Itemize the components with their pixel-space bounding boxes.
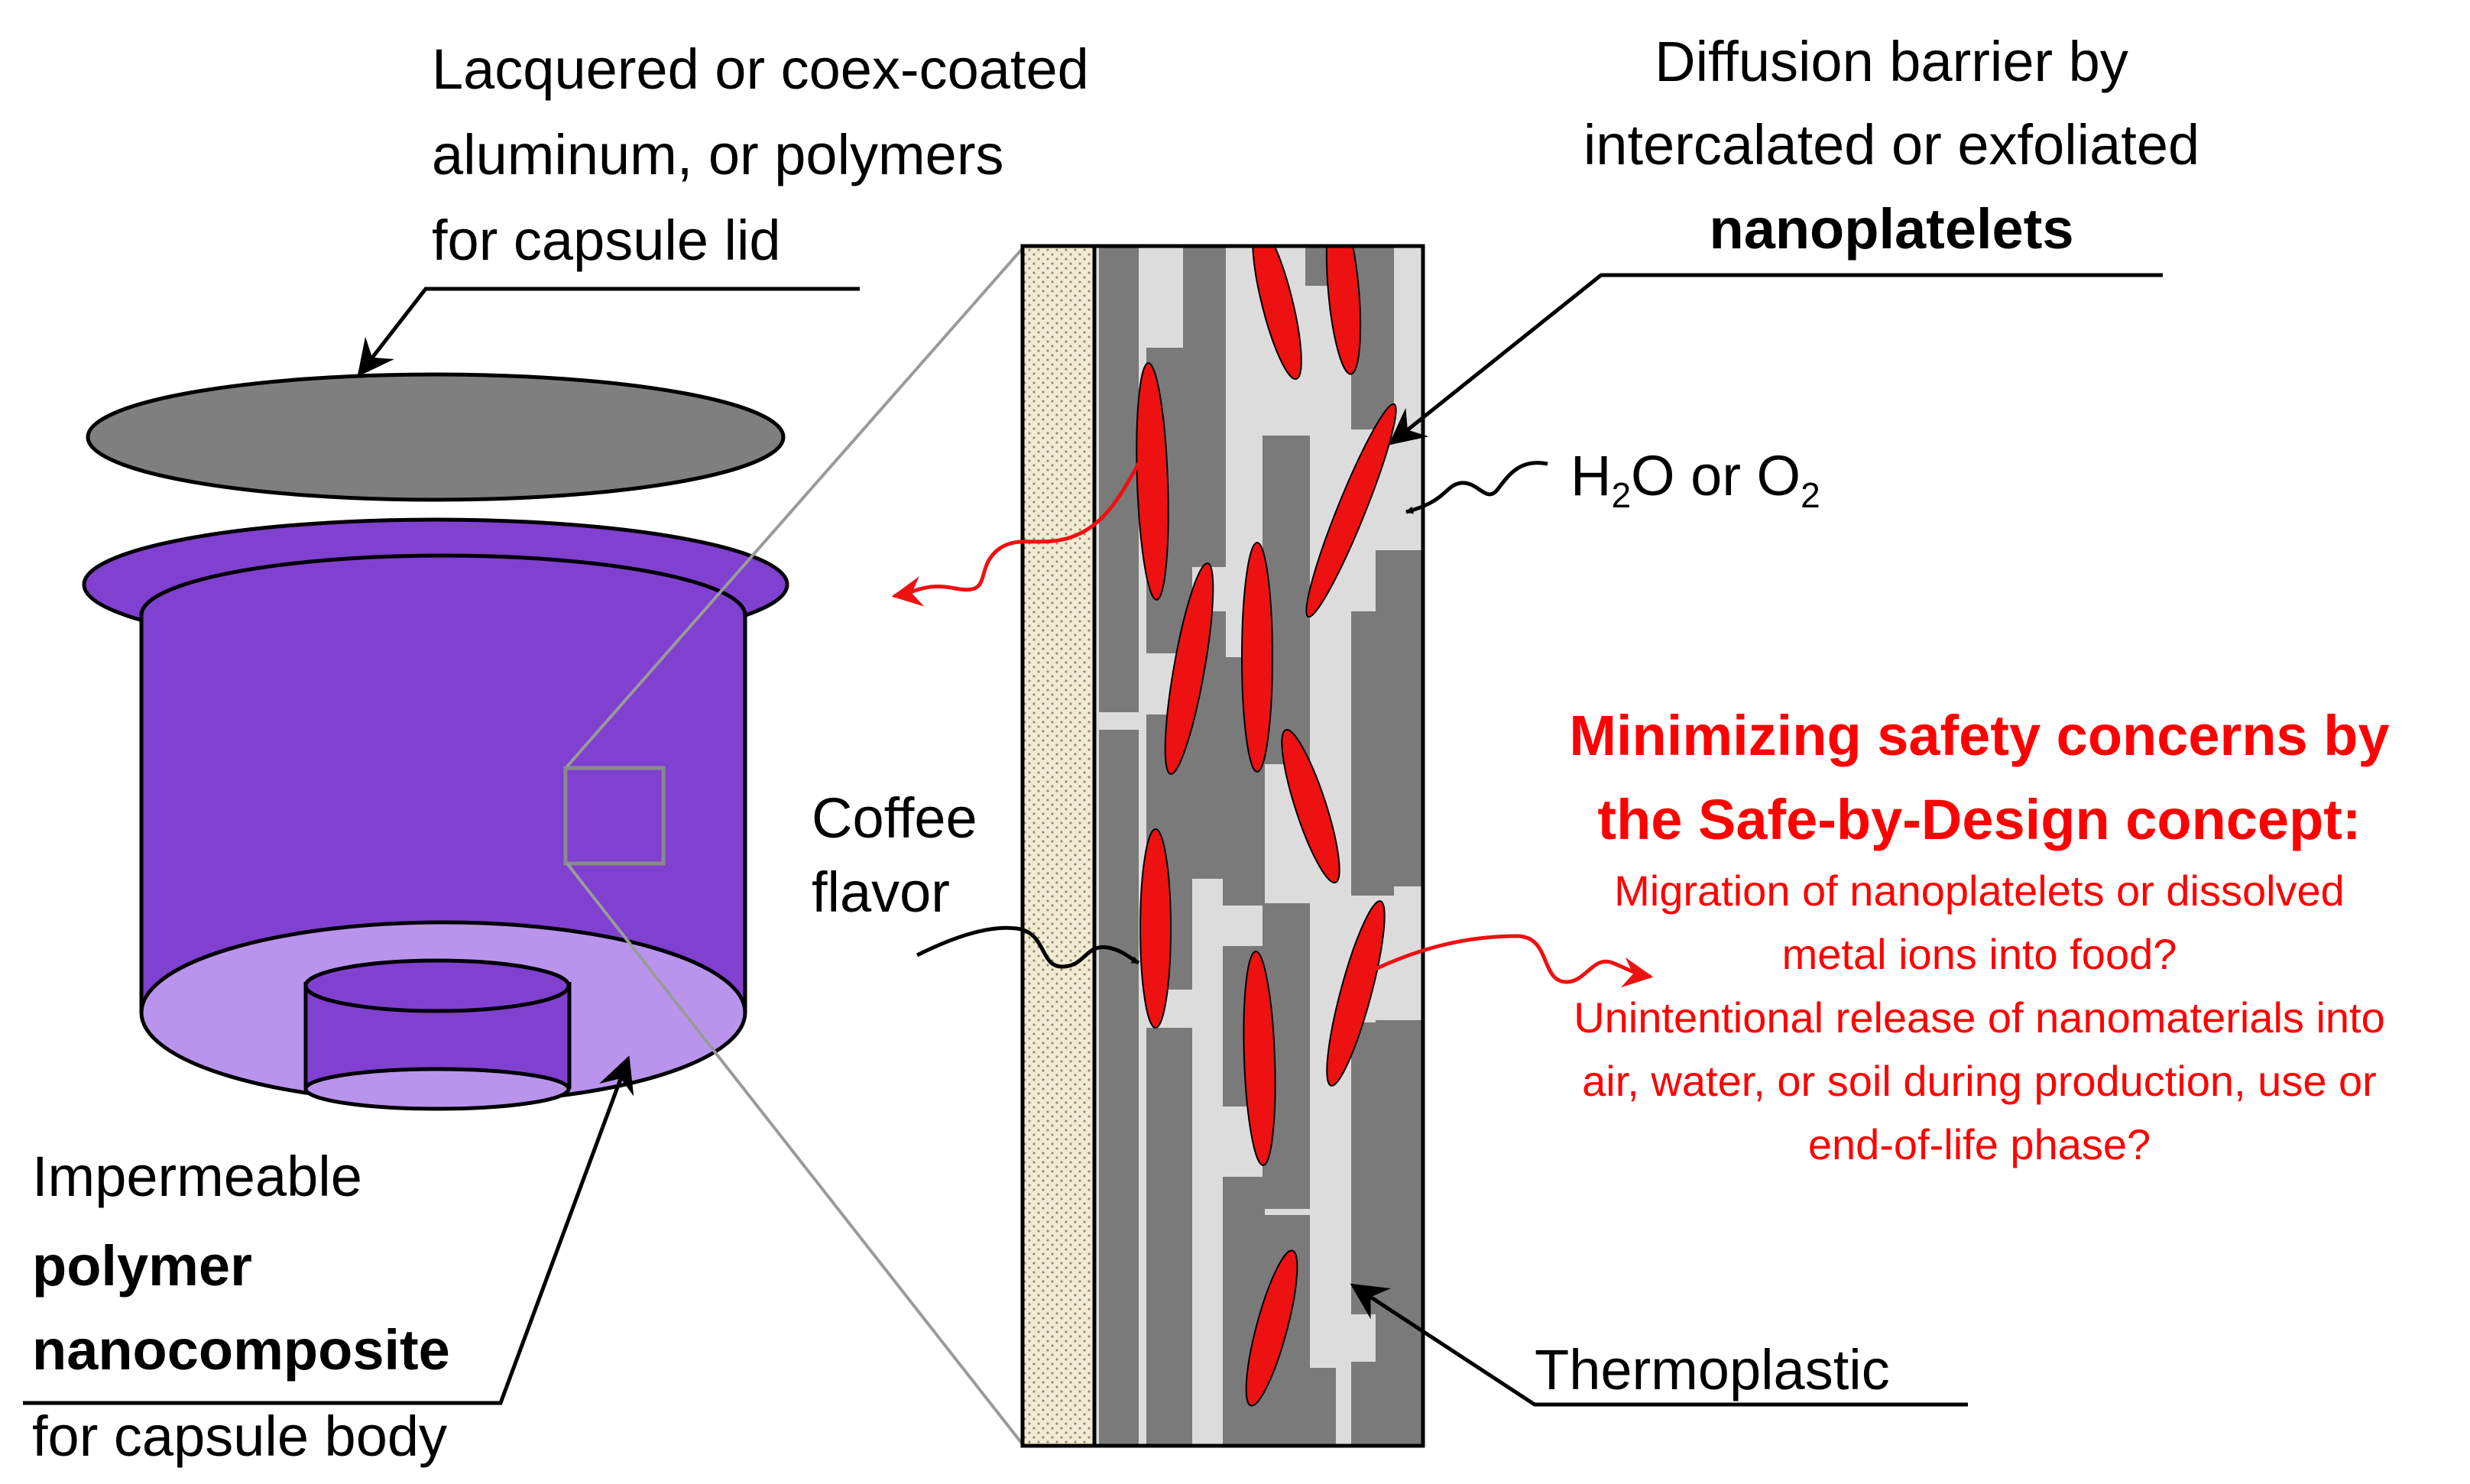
body-leader bbox=[23, 1055, 634, 1405]
zoom-line-bottom bbox=[566, 862, 1024, 1446]
nanoplatelet-bars bbox=[1099, 246, 1423, 1446]
body-label-bold-1: polymer bbox=[32, 1234, 252, 1298]
nanoplatelet-ellipse bbox=[1243, 951, 1276, 1166]
zoom-line-top bbox=[566, 247, 1024, 768]
coffee-flavor-arrow bbox=[916, 925, 1140, 969]
nanoplatelet-ellipse bbox=[1281, 728, 1340, 884]
thermoplastic-leader bbox=[1350, 1283, 1968, 1407]
gas-arrow bbox=[1405, 461, 1548, 514]
capsule-lid bbox=[86, 372, 786, 502]
safety-title-line-1: Minimizing safety concerns by bbox=[1569, 704, 2389, 767]
nanoplatelet-ellipse bbox=[1325, 246, 1362, 375]
nanoplatelet-ellipses bbox=[1136, 246, 1397, 1407]
safety-body-line-1: Migration of nanoplatelets or dissolved bbox=[1614, 867, 2345, 915]
nanoplatelet-ellipse bbox=[1139, 828, 1172, 1029]
safety-body-line-3: Unintentional release of nanomaterials i… bbox=[1574, 993, 2385, 1042]
lid-label-line-3: for capsule lid bbox=[432, 209, 781, 272]
nanoplatelet-bar bbox=[1305, 1368, 1336, 1446]
nanoplatelet-bar bbox=[1183, 246, 1226, 567]
body-label-line-4: for capsule body bbox=[32, 1405, 447, 1468]
lid-label-line-2: aluminum, or polymers bbox=[432, 123, 1003, 186]
nanoplatelet-ellipse bbox=[1241, 542, 1273, 773]
safety-body-line-5: end-of-life phase? bbox=[1808, 1120, 2151, 1168]
coffee-label-line-1: Coffee bbox=[812, 786, 977, 850]
migration-arrow-right bbox=[1374, 934, 1654, 988]
barrier-label-line-1: Diffusion barrier by bbox=[1655, 30, 2128, 93]
nanoplatelets-leader bbox=[1388, 273, 2163, 446]
nanoplatelet-bar bbox=[1099, 1024, 1139, 1444]
nanoplatelet-bar bbox=[1099, 730, 1139, 1028]
nanoplatelet-ellipse bbox=[1164, 562, 1214, 775]
body-label-bold-2: nanocomposite bbox=[32, 1318, 450, 1382]
thermoplastic-label: Thermoplastic bbox=[1535, 1338, 1890, 1401]
body-label-line-1: Impermeable bbox=[32, 1145, 362, 1208]
nanoplatelet-ellipse bbox=[1305, 403, 1397, 618]
lid-leader bbox=[357, 287, 860, 377]
safety-body-line-4: air, water, or soil during production, u… bbox=[1582, 1057, 2377, 1105]
nanoplatelet-bar bbox=[1376, 550, 1423, 886]
coffee-label-line-2: flavor bbox=[812, 860, 950, 924]
cross-section-panel bbox=[1020, 244, 1425, 1448]
migration-arrow-left bbox=[891, 442, 1152, 607]
safety-title-line-2: the Safe-by-Design concept: bbox=[1597, 788, 2361, 851]
lid-label-line-1: Lacquered or coex-coated bbox=[432, 37, 1089, 101]
barrier-label-line-2: intercalated or exfoliated bbox=[1583, 113, 2199, 177]
coating-layer bbox=[1020, 244, 1097, 1448]
nanoplatelet-bar bbox=[1099, 246, 1139, 712]
nanoplatelet-bar bbox=[1146, 1028, 1192, 1446]
nanoplatelet-ellipse bbox=[1252, 246, 1302, 381]
nanoplatelet-bar bbox=[1376, 1020, 1423, 1446]
nanoplatelet-bar bbox=[1223, 1177, 1265, 1446]
nanoplatelet-ellipse bbox=[1136, 362, 1169, 601]
gas-label: H2O or O2 bbox=[1570, 444, 1820, 515]
capsule-body bbox=[82, 517, 789, 1111]
safety-body-line-2: metal ions into food? bbox=[1782, 930, 2177, 978]
nanoplatelet-ellipse bbox=[1326, 900, 1386, 1087]
barrier-label-bold: nanoplatelets bbox=[1710, 197, 2074, 261]
zoom-region-marker bbox=[563, 766, 666, 866]
nanoplatelet-ellipse bbox=[1245, 1249, 1298, 1407]
